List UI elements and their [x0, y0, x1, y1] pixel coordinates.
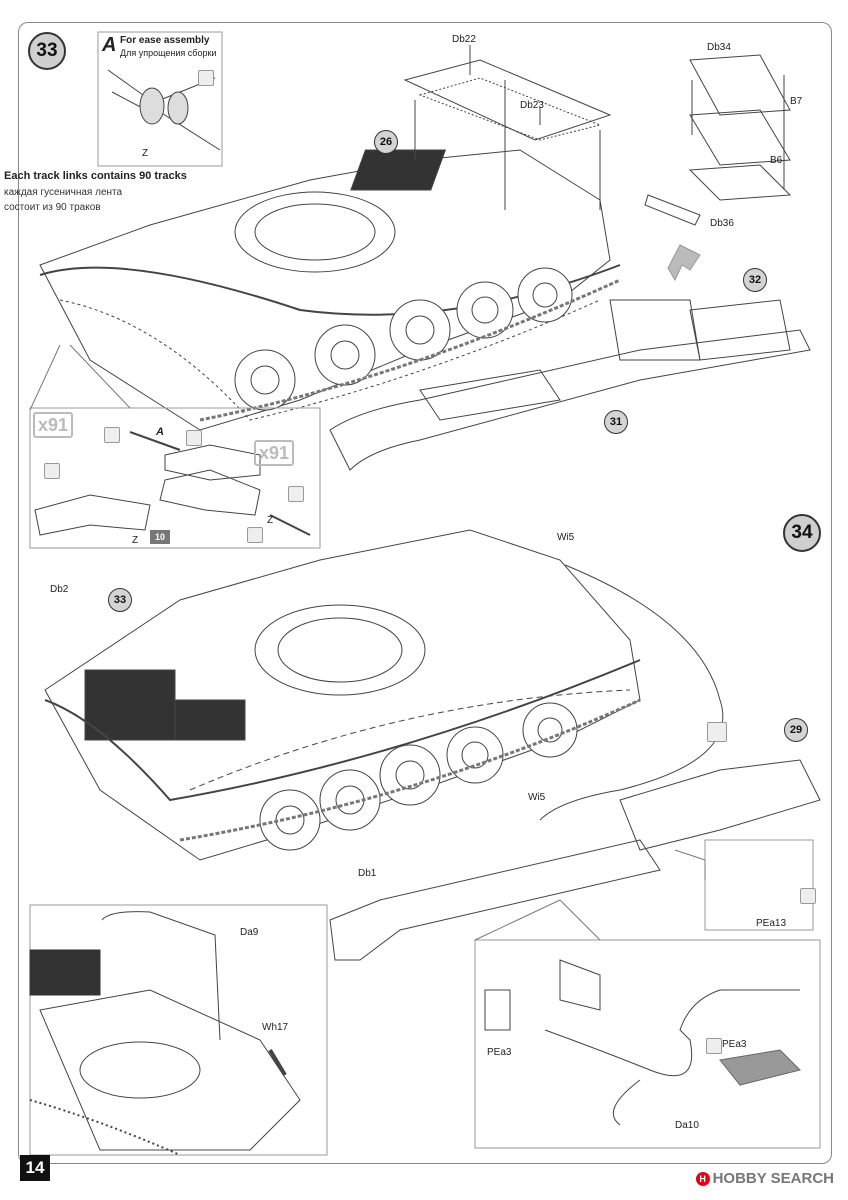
- part-da9: Da9: [240, 927, 259, 938]
- track-note-en: Each track links contains 90 tracks: [4, 170, 187, 182]
- step-number-33: 33: [28, 32, 66, 70]
- hint-title-ru: Для упрощения сборки: [120, 48, 217, 58]
- pe-part-icon: [800, 888, 816, 904]
- step-number-34: 34: [783, 514, 821, 552]
- ref-step-31: 31: [604, 410, 628, 434]
- ref-step-32: 32: [743, 268, 767, 292]
- page-number: 14: [20, 1155, 50, 1181]
- assembly-snowflake-icon: [707, 722, 727, 742]
- part-wi5-mid: Wi5: [528, 792, 546, 803]
- hint-letter: A: [102, 34, 117, 56]
- cement-icon: [186, 430, 202, 446]
- hint-title-en: For ease assembly: [120, 35, 210, 46]
- part-b7: B7: [790, 96, 803, 107]
- part-db22: Db22: [452, 34, 476, 45]
- part-db2: Db2: [50, 584, 69, 595]
- track-note-ru-line2: состоит из 90 траков: [4, 202, 101, 213]
- part-wi5-top: Wi5: [557, 532, 575, 543]
- track-count-b: x91: [254, 440, 295, 466]
- part-db34: Db34: [707, 42, 731, 53]
- track-z-2: Z: [267, 515, 274, 526]
- hint-glue-icon: [198, 70, 214, 86]
- part-da10: Da10: [675, 1120, 699, 1131]
- hobby-search-logo-icon: H: [695, 1172, 710, 1186]
- part-b6: B6: [770, 155, 783, 166]
- part-db1: Db1: [358, 868, 377, 879]
- track-count-a: x91: [33, 412, 74, 438]
- part-wh17: Wh17: [262, 1022, 289, 1033]
- glue-icon: [288, 486, 304, 502]
- track-letter-a: A: [156, 426, 164, 438]
- track-note-ru-line1: каждая гусеничная лента: [4, 187, 123, 198]
- track-z-1: Z: [132, 535, 139, 546]
- hint-part-z: Z: [142, 148, 149, 159]
- ref-step-26: 26: [374, 130, 398, 154]
- part-db23: Db23: [520, 100, 544, 111]
- cement-icon: [44, 463, 60, 479]
- part-pea3-left: PEa3: [487, 1047, 512, 1058]
- part-db36: Db36: [710, 218, 734, 229]
- part-pea13: PEa13: [756, 918, 787, 929]
- hint-sprue-drawing: [107, 69, 221, 151]
- cement-icon: [247, 527, 263, 543]
- page-frame: [18, 22, 832, 1164]
- ref-step-29: 29: [784, 718, 808, 742]
- ref-step-33: 33: [108, 588, 132, 612]
- track-sub-step: 10: [150, 530, 170, 544]
- part-pea3-right: PEa3: [722, 1039, 747, 1050]
- step34-hull-drawing: [44, 529, 641, 861]
- glue-icon: [104, 427, 120, 443]
- watermark-text: HOBBY SEARCH: [712, 1170, 834, 1187]
- pe-part-icon: [706, 1038, 722, 1054]
- step33-hull-drawing: [39, 149, 621, 431]
